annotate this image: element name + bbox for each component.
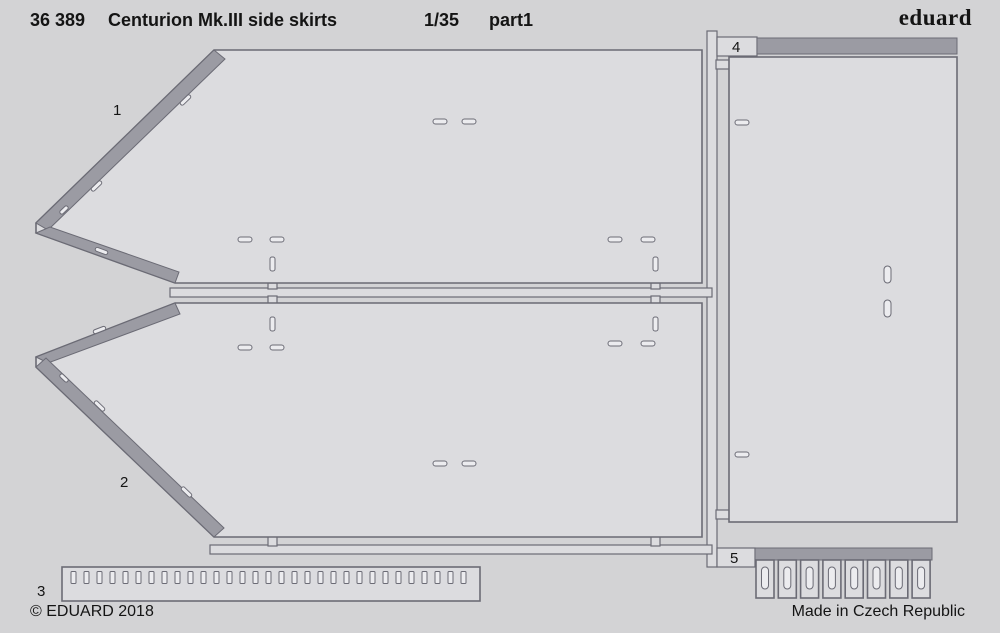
part-2-number: 2: [120, 474, 129, 491]
part-5-cells: [755, 559, 931, 599]
part-2-skirt: [34, 302, 703, 538]
part-1-skirt: [34, 49, 703, 284]
sheet-part-label: part1: [489, 10, 534, 30]
part-3-strip: [61, 566, 481, 602]
fret-rails: [169, 30, 758, 568]
part-4-number: 4: [732, 39, 741, 56]
product-title: Centurion Mk.III side skirts: [108, 10, 338, 30]
part-3-slots: [70, 571, 467, 584]
eduard-logo: eduard: [898, 5, 972, 30]
copyright-text: © EDUARD 2018: [30, 603, 154, 620]
part-4-panel: [728, 37, 958, 523]
part-1-number: 1: [113, 102, 122, 119]
part-3-number: 3: [37, 583, 46, 600]
catalog-number: 36 389: [30, 10, 86, 30]
part-5-number: 5: [730, 550, 739, 567]
origin-text: Made in Czech Republic: [791, 603, 965, 620]
scale-label: 1/35: [424, 10, 460, 30]
part-5-strip: [754, 547, 933, 599]
